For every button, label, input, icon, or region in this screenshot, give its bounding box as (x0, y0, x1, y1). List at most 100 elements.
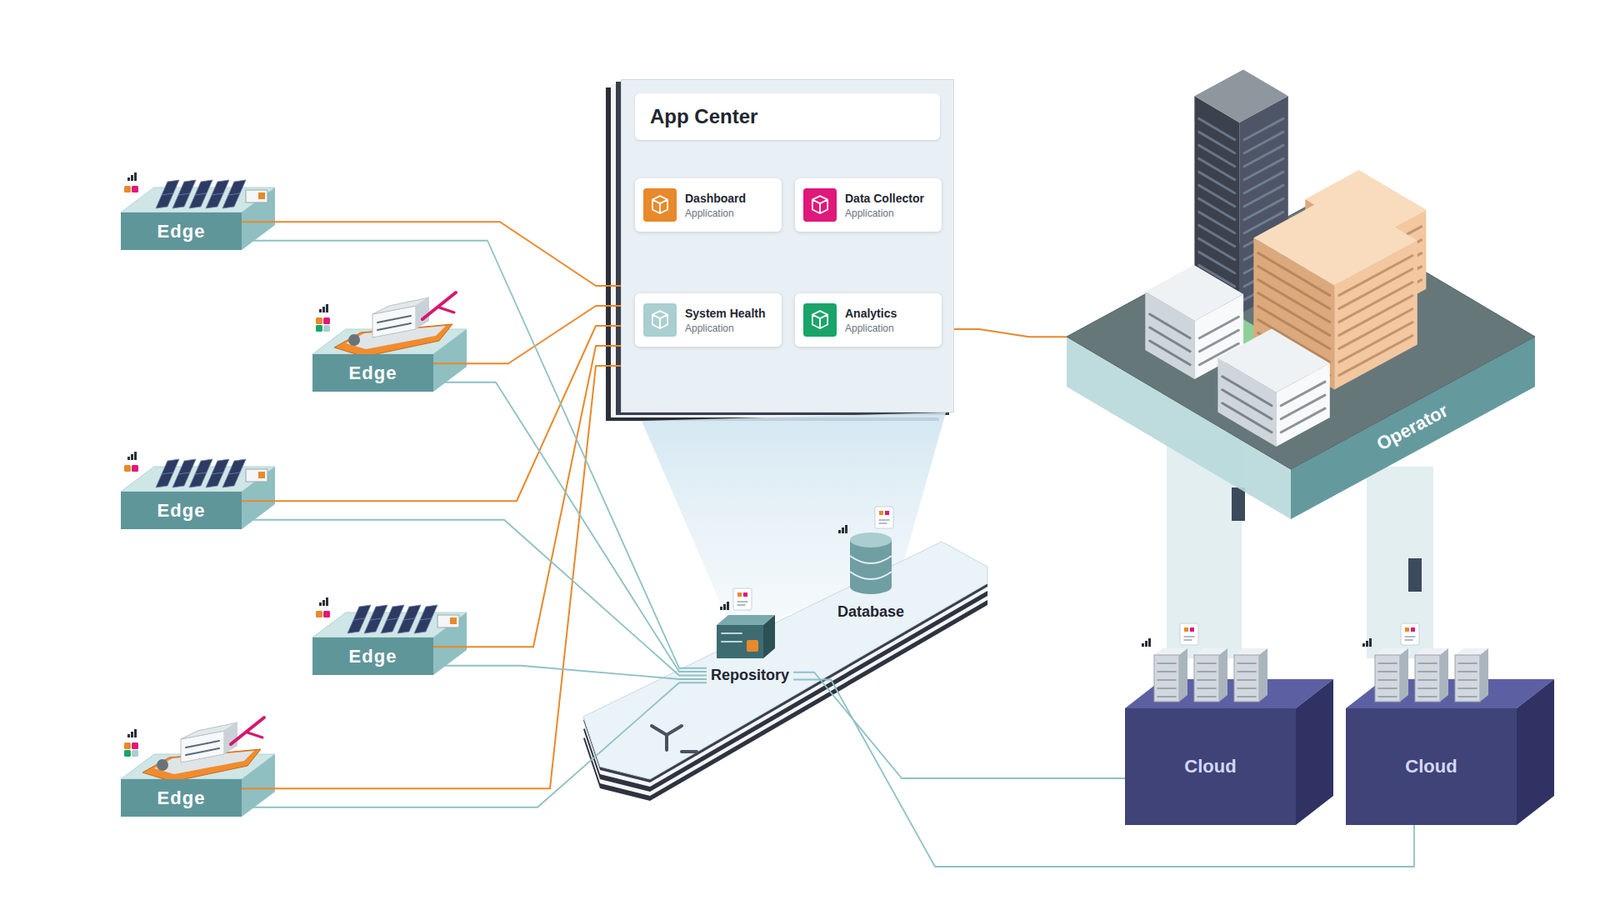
ship-windows (185, 748, 220, 755)
rack-slot (1157, 679, 1176, 681)
connector (954, 329, 1067, 337)
app-chip (315, 325, 323, 332)
building-windows (1222, 376, 1272, 406)
building-windows (1258, 266, 1330, 310)
building-windows (1150, 314, 1190, 339)
site-label: Edge (349, 645, 398, 668)
repository-side (763, 615, 775, 659)
solar-panel (414, 605, 438, 634)
building-roof (1253, 192, 1418, 285)
site-label: Edge (349, 362, 398, 385)
building-windows (1258, 253, 1330, 296)
rack-slot (1197, 695, 1216, 698)
rack-side (1480, 648, 1489, 702)
connector (793, 672, 1125, 779)
rack-slot (1237, 662, 1256, 665)
cloud-side (1295, 679, 1334, 825)
mini-card (1400, 623, 1420, 645)
solar-panel-line (178, 472, 190, 475)
mini-card (1180, 623, 1199, 645)
ship-windows (377, 323, 411, 330)
rack-front (1194, 655, 1220, 702)
app-chip (323, 325, 330, 332)
app-icon (803, 188, 837, 222)
app-icon (643, 303, 677, 337)
building-windows (1199, 171, 1235, 193)
ship-crane (439, 307, 455, 313)
signal-bar (841, 527, 845, 534)
signal-bar (726, 601, 730, 610)
mini-card (875, 506, 894, 529)
inverter-light (450, 617, 457, 625)
building-windows (1199, 211, 1235, 233)
edge-site (120, 451, 275, 530)
component-label: Database (837, 603, 905, 621)
signal-bar (720, 606, 723, 610)
inverter-box (245, 469, 268, 482)
edge-site-face: Edge (120, 491, 242, 530)
rack-slot (1157, 687, 1176, 690)
mini-card-dot (737, 592, 742, 597)
solar-panel-line (386, 618, 399, 620)
app-name: Analytics (845, 306, 934, 320)
app-card: System HealthApplication (635, 293, 782, 347)
mini-card-line (879, 519, 890, 521)
signal-bar (319, 602, 322, 606)
app-icon-cube (812, 195, 828, 214)
signal-bar (325, 597, 329, 606)
signal-bar (130, 454, 134, 460)
solar-panel-line (370, 618, 382, 620)
operator-label: Operator (1373, 400, 1452, 456)
signal-bar (325, 304, 329, 313)
rack-slot (1418, 695, 1437, 698)
signal-bar (127, 456, 130, 460)
connector (433, 382, 707, 672)
app-icon-cube (652, 310, 668, 329)
signal-bar (130, 175, 134, 181)
mini-card-line (1405, 635, 1415, 638)
building-windows (1199, 118, 1235, 140)
app-text-column: System HealthApplication (685, 306, 774, 335)
signal-bar (1362, 643, 1365, 647)
building-windows (1199, 198, 1235, 220)
app-type: Application (685, 322, 774, 335)
rack-slot (1197, 687, 1216, 690)
app-chip (323, 317, 330, 325)
building (1217, 329, 1330, 447)
mini-card-line (1184, 639, 1192, 641)
building-windows (1150, 327, 1190, 352)
rack-front (1154, 655, 1180, 702)
inverter-box (245, 190, 268, 203)
app-chip (124, 185, 131, 193)
signal-bar (845, 525, 848, 534)
signal-bar (127, 177, 130, 181)
rack-slot (1458, 670, 1477, 673)
connector (241, 520, 707, 676)
app-chip (131, 742, 139, 750)
solar-panel (222, 459, 246, 488)
app-center-panel: App CenterDashboardApplicationData Colle… (620, 79, 955, 413)
inverter-box (437, 615, 460, 628)
signal-bar (1148, 638, 1151, 647)
rack-front (1455, 655, 1480, 702)
rack-side (1400, 648, 1409, 702)
app-card: AnalyticsApplication (795, 293, 942, 347)
signal-bar (322, 306, 325, 313)
rack-slot (1418, 662, 1437, 665)
signal-bar (127, 734, 130, 738)
building-windows (1199, 145, 1235, 166)
signal-bar (1145, 640, 1148, 647)
signal-bar (134, 729, 137, 738)
connector (241, 221, 621, 286)
edge-site (312, 292, 467, 392)
app-chip (131, 750, 139, 757)
connector (241, 325, 621, 501)
solar-panel-line (228, 472, 240, 475)
solar-panel-line (211, 193, 224, 195)
connector (241, 682, 707, 808)
building-windows (1199, 238, 1235, 260)
database-bottom (850, 579, 892, 595)
app-chip (124, 742, 131, 750)
rack-slot (1237, 670, 1256, 673)
building-windows (1244, 145, 1284, 166)
